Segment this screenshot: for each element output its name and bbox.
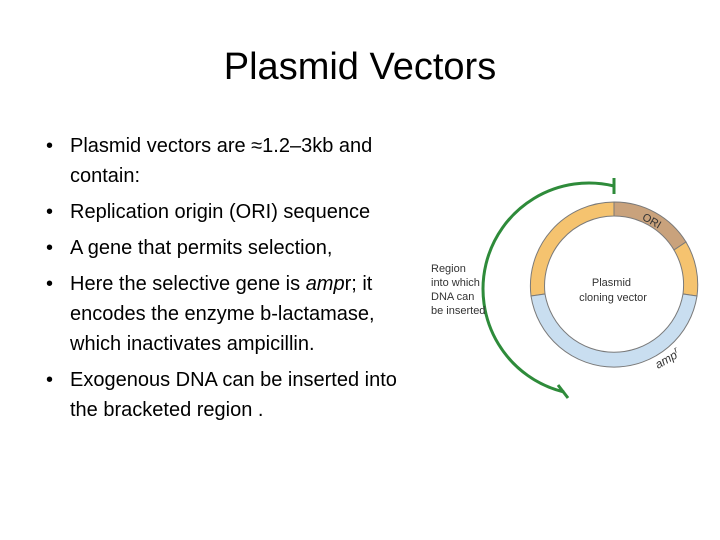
bullet-text: Here the selective gene is [70, 273, 306, 295]
bullet-text: A gene that permits selection, [70, 237, 333, 259]
insertion-region-bracket [481, 181, 615, 394]
bullet-text: r; it encodes the enzyme b-lactamase, wh… [70, 273, 375, 355]
bullet-item: • Exogenous DNA can be inserted into the … [46, 365, 424, 425]
bracket-bottom-cap [556, 384, 570, 399]
plasmid-center-label: Plasmid cloning vector [579, 277, 647, 304]
bullet-list: • Plasmid vectors are ≈1.2–3kb and contai… [46, 131, 424, 431]
region-label: Region into which DNA can be inserted [431, 263, 485, 317]
bullet-item: • Plasmid vectors are ≈1.2–3kb and contai… [46, 131, 424, 191]
bullet-text: Replication origin (ORI) sequence [70, 201, 371, 223]
bullet-text: Exogenous DNA can be inserted into the b… [70, 369, 397, 421]
bullet-item: • Here the selective gene is ampr; it enc… [46, 269, 424, 359]
bullet-dot-icon: • [46, 135, 54, 157]
slide-title: Plasmid Vectors [223, 46, 497, 88]
bullet-item: • Replication origin (ORI) sequence [46, 197, 424, 227]
amp-resistance-segment [530, 293, 698, 368]
bullet-text-italic: amp [305, 273, 345, 295]
plasmid-diagram: Region into which DNA can be inserted Pl… [431, 178, 699, 399]
upper-right-segment [673, 241, 699, 297]
bullet-dot-icon: • [46, 237, 54, 259]
bullet-text: Plasmid vectors are ≈1.2–3kb and contain… [70, 135, 373, 187]
bullet-dot-icon: • [46, 369, 54, 391]
bullet-item: • A gene that permits selection, [46, 233, 424, 263]
bullet-dot-icon: • [46, 273, 54, 295]
bullet-dot-icon: • [46, 201, 54, 223]
